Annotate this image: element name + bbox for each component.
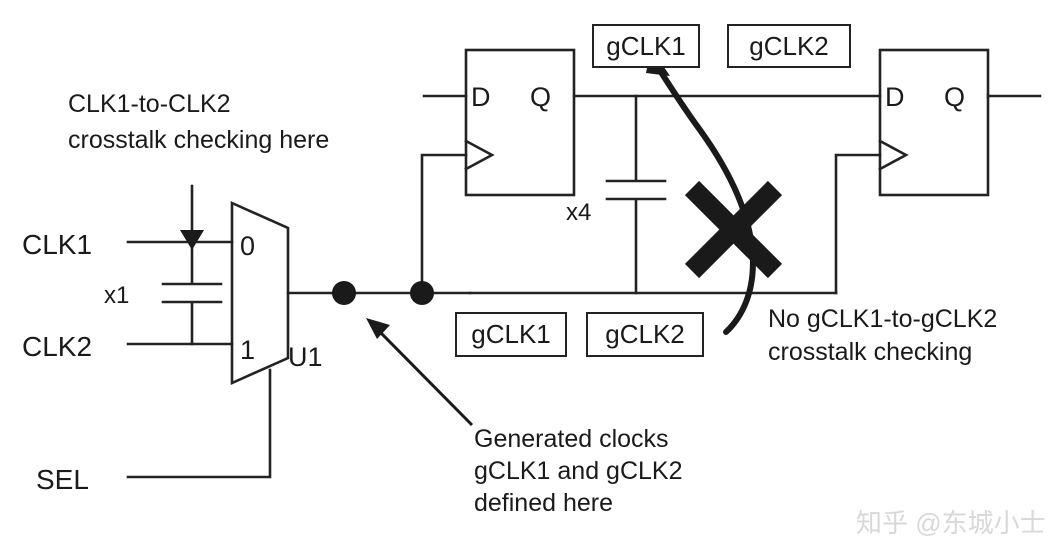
annotation-generated-clocks-line3: defined here bbox=[474, 489, 614, 517]
mux-select-label-1: 1 bbox=[240, 335, 256, 365]
ff1-pin-d: D bbox=[471, 82, 491, 112]
wire-sel bbox=[126, 368, 272, 479]
net-label-box-gclk2-top: gCLK2 bbox=[727, 24, 851, 68]
ff1-pin-q: Q bbox=[530, 82, 552, 112]
annotation-generated-clocks-line1: Generated clocks bbox=[474, 425, 669, 453]
annotation-top-left-line2: crosstalk checking here bbox=[68, 126, 330, 154]
coupling-arrow-icon bbox=[180, 230, 204, 250]
ff2-clock-triangle bbox=[878, 139, 909, 171]
cap1-drive-label: x1 bbox=[104, 282, 130, 309]
ff2-pin-d: D bbox=[885, 82, 905, 112]
input-label-clk1: CLK1 bbox=[22, 229, 93, 260]
ff2-pin-q: Q bbox=[944, 82, 966, 112]
ff1-drive-strength-label: x4 bbox=[566, 199, 592, 226]
flipflop1-body bbox=[464, 48, 576, 197]
annotation-no-crosstalk-line2: crosstalk checking bbox=[768, 338, 973, 366]
mux-body bbox=[230, 200, 290, 386]
junction-dot-gclk1 bbox=[332, 281, 356, 305]
forbidden-x-icon bbox=[684, 180, 783, 279]
annotation-generated-clocks-line2: gCLK1 and gCLK2 bbox=[474, 457, 683, 485]
annotation-top-left-line1: CLK1-to-CLK2 bbox=[68, 90, 231, 118]
wire-gclk-to-ff1-clk bbox=[420, 153, 468, 295]
wire-gclk2-to-ff2-clk bbox=[834, 153, 882, 295]
input-label-sel: SEL bbox=[36, 464, 89, 495]
net-label-box-gclk1-bottom: gCLK1 bbox=[455, 312, 567, 357]
watermark: 知乎 @东城小士 bbox=[856, 508, 1046, 538]
junction-dot-gclk2 bbox=[410, 281, 434, 305]
net-label-box-gclk2-bottom: gCLK2 bbox=[586, 312, 704, 357]
mux-select-label-0: 0 bbox=[240, 231, 256, 261]
wire-group bbox=[126, 48, 1042, 479]
flipflop2-body bbox=[878, 48, 990, 197]
mux-reference-designator: U1 bbox=[288, 342, 323, 372]
net-label-box-gclk1-top: gCLK1 bbox=[592, 24, 700, 68]
annotation-no-crosstalk-line1: No gCLK1-to-gCLK2 bbox=[768, 305, 998, 333]
callout-arrow-generated-clocks bbox=[366, 318, 474, 427]
ff1-clock-triangle bbox=[464, 139, 495, 171]
input-label-clk2: CLK2 bbox=[22, 331, 93, 362]
